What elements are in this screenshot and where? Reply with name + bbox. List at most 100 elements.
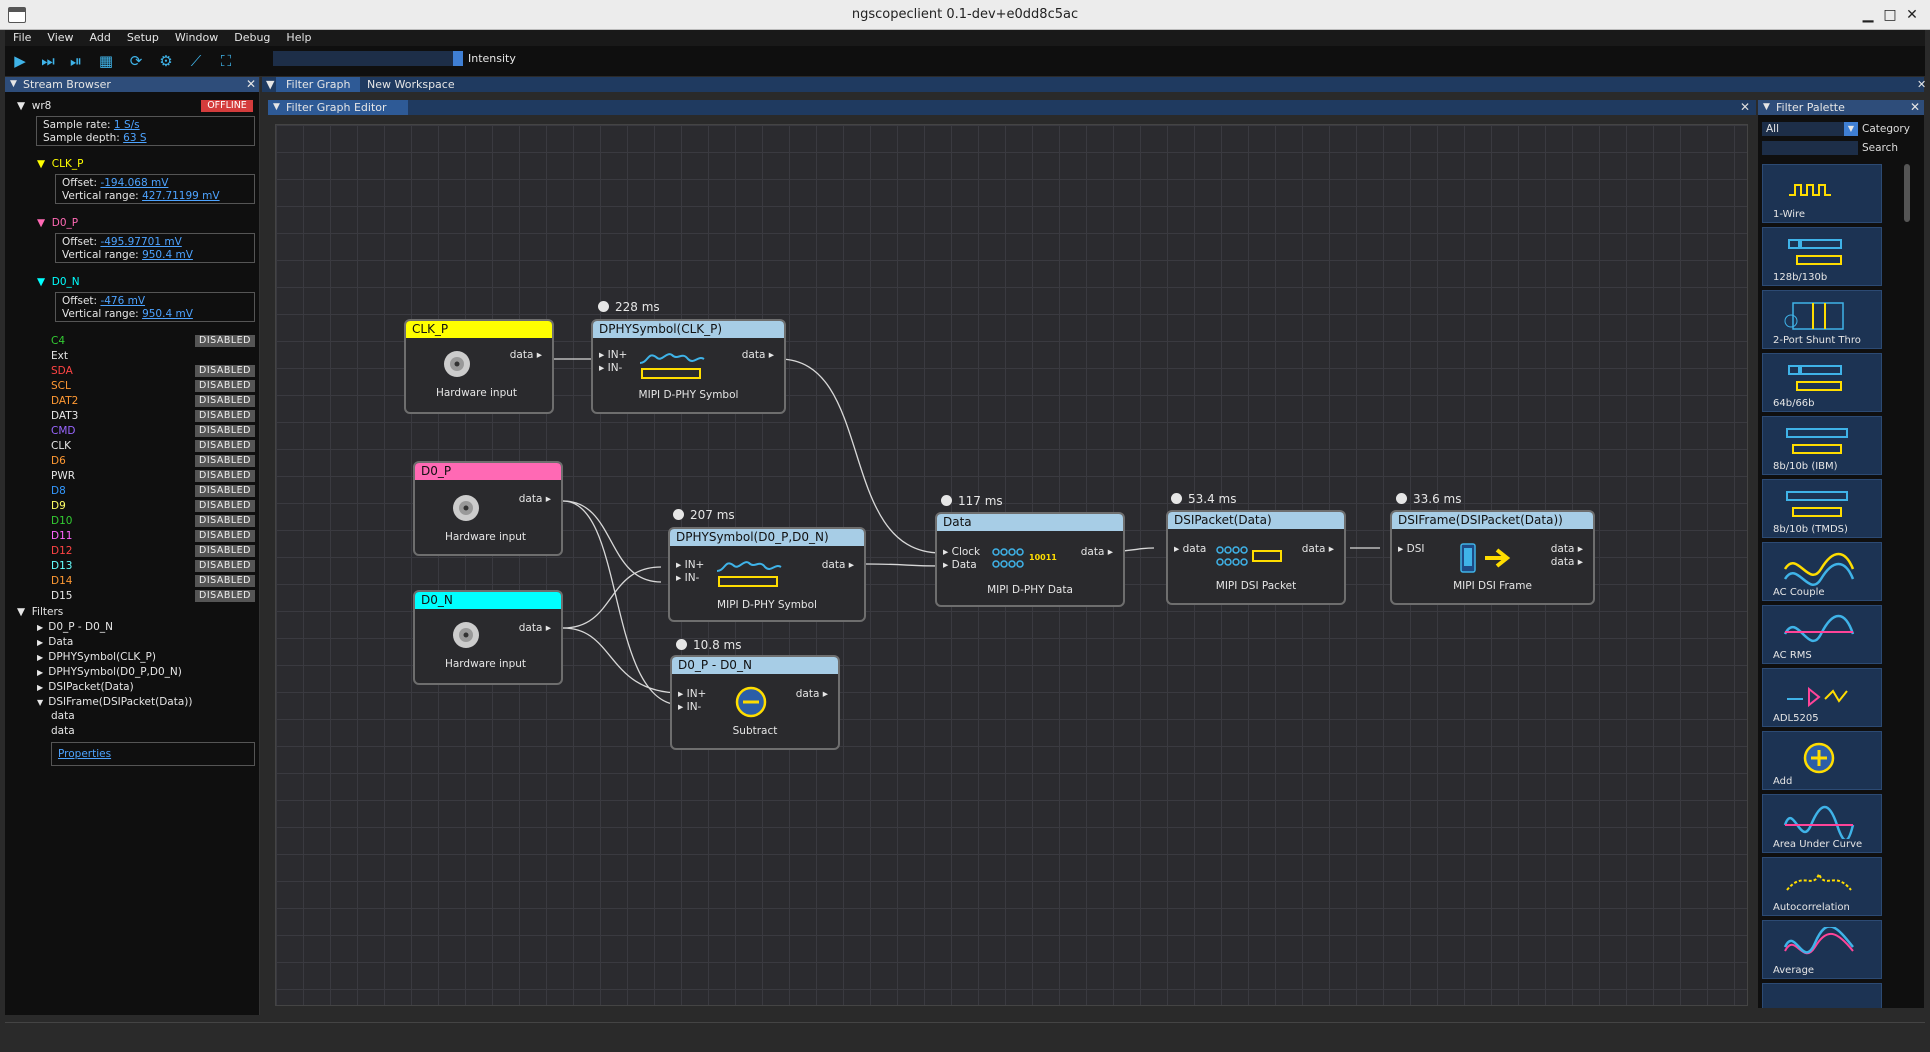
frame-stream-1[interactable]: data [51, 725, 75, 737]
clk-p-range-link[interactable]: 427.71199 mV [142, 190, 220, 202]
expand-icon[interactable]: ▶ [37, 683, 49, 692]
input-port-data[interactable]: ▸ data [1174, 543, 1207, 555]
output-port-1[interactable]: data ▸ [1550, 556, 1583, 568]
channel-clk-p[interactable]: ▼ CLK_P [37, 158, 84, 170]
clk-p-offset-link[interactable]: -194.068 mV [100, 177, 169, 189]
node-dsi-packet[interactable]: DSIPacket(Data) ▸ data data ▸ MIPI DSI P… [1166, 510, 1346, 605]
instrument-row[interactable]: ▼ wr8 [17, 100, 52, 112]
d0-n-offset-link[interactable]: -476 mV [100, 295, 146, 307]
channel-dat3[interactable]: DAT3 [51, 410, 79, 422]
palette-item-area-under-curve[interactable]: Area Under Curve [1762, 794, 1882, 853]
palette-item-ac-rms[interactable]: AC RMS [1762, 605, 1882, 664]
expand-icon[interactable]: ▶ [37, 638, 49, 647]
menu-view[interactable]: View [47, 31, 74, 44]
palette-item-1-wire[interactable]: 1-Wire [1762, 164, 1882, 223]
minimize-icon[interactable]: ▁ [1862, 7, 1874, 23]
palette-item-adl5205[interactable]: ADL5205 [1762, 668, 1882, 727]
filter-item[interactable]: ▼ DSIFrame(DSIPacket(Data)) [37, 695, 192, 709]
output-port[interactable]: data ▸ [795, 688, 828, 700]
output-port[interactable]: data ▸ [518, 622, 551, 634]
close-editor-icon[interactable]: ✕ [1739, 100, 1750, 114]
channel-scl[interactable]: SCL [51, 380, 71, 392]
node-dphy-symbol-d0[interactable]: DPHYSymbol(D0_P,D0_N) ▸ IN+ ▸ IN- data ▸… [668, 527, 866, 622]
channel-c4[interactable]: C4 [51, 335, 66, 347]
settings-icon[interactable]: ⚙ [159, 52, 173, 70]
force-trigger-icon[interactable]: ⏯ [69, 52, 82, 70]
filter-graph-editor-tab[interactable]: ▼ Filter Graph Editor [268, 100, 408, 115]
filter-item[interactable]: ▶ DSIPacket(Data) [37, 680, 134, 694]
channel-pwr[interactable]: PWR [51, 470, 76, 482]
input-port-inp[interactable]: ▸ IN+ [676, 559, 705, 571]
input-port-data[interactable]: ▸ Data [943, 559, 977, 571]
channel-d6[interactable]: D6 [51, 455, 66, 467]
filter-palette-header[interactable]: ▼ Filter Palette ✕ [1758, 100, 1924, 115]
expand-icon[interactable]: ▼ [37, 698, 49, 707]
menu-window[interactable]: Window [174, 31, 219, 44]
intensity-slider[interactable] [273, 51, 453, 66]
waveform-refresh-icon[interactable]: ⟳ [129, 52, 143, 70]
node-data[interactable]: Data ▸ Clock ▸ Data data ▸ 10011 MIPI D-… [935, 512, 1125, 607]
sample-depth-link[interactable]: 63 S [123, 132, 147, 144]
menu-file[interactable]: File [13, 31, 32, 44]
close-tab-icon[interactable]: ✕ [1917, 78, 1927, 91]
channel-d14[interactable]: D14 [51, 575, 73, 587]
channel-ext[interactable]: Ext [51, 350, 68, 362]
channel-d0-n[interactable]: ▼ D0_N [37, 276, 80, 288]
collapse-icon[interactable]: ▼ [1763, 102, 1770, 112]
filter-item[interactable]: ▶ D0_P - D0_N [37, 620, 113, 634]
collapse-icon[interactable]: ▼ [10, 79, 17, 89]
input-port-inp[interactable]: ▸ IN+ [678, 688, 707, 700]
fullscreen-icon[interactable]: ⛶ [220, 52, 232, 70]
output-port[interactable]: data ▸ [1080, 546, 1113, 558]
channel-d12[interactable]: D12 [51, 545, 73, 557]
tab-filter-graph[interactable]: Filter Graph [276, 77, 361, 92]
input-port-dsi[interactable]: ▸ DSI [1398, 543, 1425, 555]
input-port-inn[interactable]: ▸ IN- [676, 572, 700, 584]
palette-item-next[interactable] [1762, 983, 1882, 1008]
channel-d13[interactable]: D13 [51, 560, 73, 572]
channel-d9[interactable]: D9 [51, 500, 66, 512]
single-trigger-icon[interactable]: ⏭ [41, 52, 55, 70]
palette-item-add[interactable]: Add [1762, 731, 1882, 790]
channel-clk[interactable]: CLK [51, 440, 72, 452]
input-port-inn[interactable]: ▸ IN- [678, 701, 702, 713]
node-dphy-symbol-clk[interactable]: DPHYSymbol(CLK_P) ▸ IN+ ▸ IN- data ▸ MIP… [591, 319, 786, 414]
channel-cmd[interactable]: CMD [51, 425, 76, 437]
collapse-icon[interactable]: ▼ [273, 102, 280, 112]
intensity-slider-handle[interactable] [453, 51, 463, 66]
close-panel-icon[interactable]: ✕ [1909, 100, 1920, 114]
menu-help[interactable]: Help [286, 31, 312, 44]
node-d0-p[interactable]: D0_P data ▸ Hardware input [413, 461, 563, 556]
output-port[interactable]: data ▸ [821, 559, 854, 571]
menu-add[interactable]: Add [89, 31, 111, 44]
palette-item-8b-10b-ibm-[interactable]: 8b/10b (IBM) [1762, 416, 1882, 475]
output-port[interactable]: data ▸ [741, 349, 774, 361]
channel-d11[interactable]: D11 [51, 530, 73, 542]
waveform-icon[interactable]: ▦ [98, 52, 114, 70]
search-input[interactable] [1762, 141, 1858, 155]
menu-debug[interactable]: Debug [234, 31, 271, 44]
node-d0-n[interactable]: D0_N data ▸ Hardware input [413, 590, 563, 685]
sample-rate-link[interactable]: 1 S/s [113, 119, 140, 131]
filter-item[interactable]: ▶ DPHYSymbol(D0_P,D0_N) [37, 665, 182, 679]
palette-item-ac-couple[interactable]: AC Couple [1762, 542, 1882, 601]
persistence-icon[interactable]: ⟋ [190, 52, 202, 70]
tab-menu-icon[interactable]: ▼ [266, 78, 275, 91]
channel-d8[interactable]: D8 [51, 485, 66, 497]
node-clk-p[interactable]: CLK_P data ▸ Hardware input [404, 319, 554, 414]
palette-item-autocorrelation[interactable]: Autocorrelation [1762, 857, 1882, 916]
properties-link[interactable]: Properties [58, 748, 112, 760]
input-port-clock[interactable]: ▸ Clock [943, 546, 981, 558]
node-dsi-frame[interactable]: DSIFrame(DSIPacket(Data)) ▸ DSI data ▸ d… [1390, 510, 1595, 605]
channel-d15[interactable]: D15 [51, 590, 73, 602]
input-port-inp[interactable]: ▸ IN+ [599, 349, 628, 361]
stream-browser-header[interactable]: ▼ Stream Browser ✕ [5, 77, 259, 92]
chevron-down-icon[interactable]: ▼ [1844, 122, 1858, 136]
d0-n-range-link[interactable]: 950.4 mV [142, 308, 193, 320]
channel-dat2[interactable]: DAT2 [51, 395, 79, 407]
output-port-0[interactable]: data ▸ [1550, 543, 1583, 555]
menu-setup[interactable]: Setup [126, 31, 159, 44]
d0-p-offset-link[interactable]: -495.97701 mV [100, 236, 182, 248]
node-subtract[interactable]: D0_P - D0_N ▸ IN+ ▸ IN- data ▸ Subtract [670, 655, 840, 750]
maximize-icon[interactable]: □ [1883, 7, 1897, 23]
